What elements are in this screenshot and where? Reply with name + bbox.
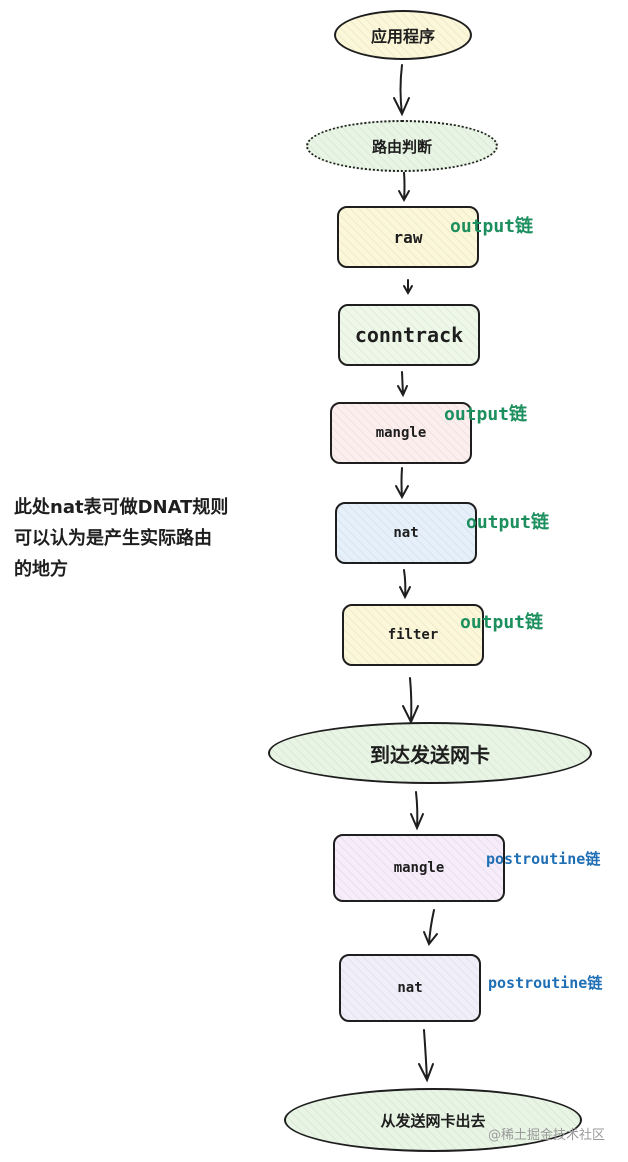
app-node: 应用程序	[334, 10, 472, 60]
post-nat-chain-label: postroutine链	[488, 974, 603, 992]
nat-post-node: nat	[339, 954, 481, 1022]
arrow-nat-to-exit	[418, 1029, 434, 1083]
filter-node: filter	[342, 604, 484, 666]
note-line-2: 可以认为是产生实际路由	[14, 528, 212, 549]
mangle-output-node: mangle	[330, 402, 472, 464]
nat-output-node: nat	[335, 502, 477, 564]
post-mangle-chain-label: postroutine链	[486, 850, 601, 868]
route-decision-node: 路由判断	[306, 120, 498, 172]
raw-node: raw	[337, 206, 479, 268]
arrow-reach-to-mangle	[410, 791, 424, 831]
exit-nic-label: 从发送网卡出去	[380, 1111, 486, 1130]
conntrack-node: conntrack	[338, 304, 480, 366]
arrow-filter-to-reach	[402, 677, 419, 725]
watermark: @稀土掘金技术社区	[488, 1128, 606, 1143]
app-label: 应用程序	[370, 27, 435, 46]
mangle-chain-label: output链	[444, 404, 528, 425]
reach-nic-label: 到达发送网卡	[370, 742, 490, 767]
mangle-post-node: mangle	[333, 834, 505, 902]
arrow-raw-to-conntrack	[403, 279, 413, 296]
reach-nic-node: 到达发送网卡	[268, 722, 592, 784]
dnat-note: 此处nat表可做DNAT规则 可以认为是产生实际路由 的地方	[14, 492, 334, 585]
raw-label: raw	[393, 227, 423, 247]
exit-nic-node: 从发送网卡出去	[284, 1088, 582, 1152]
arrow-mangle-to-nat-post	[423, 909, 438, 946]
filter-chain-label: output链	[460, 612, 544, 633]
mangle-output-label: mangle	[375, 425, 427, 441]
route-decision-label: 路由判断	[371, 137, 432, 156]
note-line-3: 的地方	[14, 559, 68, 580]
filter-label: filter	[387, 627, 439, 643]
arrow-nat-to-filter	[399, 569, 411, 600]
mangle-post-label: mangle	[393, 860, 445, 876]
nat-chain-label: output链	[466, 512, 550, 533]
note-line-1: 此处nat表可做DNAT规则	[14, 497, 229, 518]
arrow-conntrack-to-mangle	[397, 371, 408, 398]
arrow-mangle-to-nat	[395, 467, 409, 500]
nat-post-label: nat	[397, 980, 423, 996]
raw-chain-label: output链	[450, 216, 534, 237]
arrow-route-to-raw	[398, 171, 410, 203]
conntrack-label: conntrack	[354, 323, 464, 347]
nat-output-label: nat	[393, 525, 419, 541]
arrow-app-to-route	[393, 64, 410, 117]
